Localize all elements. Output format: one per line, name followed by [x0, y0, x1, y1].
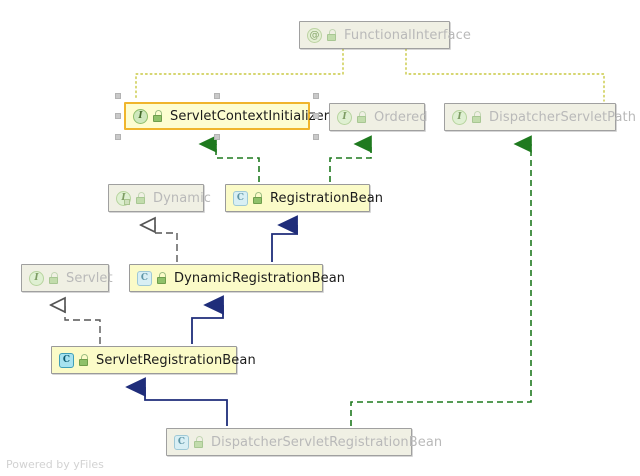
node-dispatcherservletpath[interactable]: I DispatcherServletPath — [444, 103, 636, 131]
class-icon: C — [137, 270, 152, 286]
selection-handle-nw[interactable] — [115, 93, 121, 99]
node-label: ServletContextInitializer — [170, 108, 330, 124]
selection-handle-sw[interactable] — [115, 134, 121, 140]
class-icon: C — [174, 434, 189, 450]
lock-icon — [152, 109, 164, 123]
node-label: FunctionalInterface — [344, 27, 471, 43]
interface-icon: I — [337, 109, 352, 125]
class-icon: C — [233, 190, 248, 206]
node-dynamicregistrationbean[interactable]: C DynamicRegistrationBean — [129, 264, 345, 292]
edge-dispatcherservletregistrationbean-to-servletregistrationbean — [125, 377, 228, 426]
lock-icon — [356, 110, 368, 124]
selection-handle-w[interactable] — [115, 113, 121, 119]
node-label: RegistrationBean — [270, 190, 384, 206]
lock-icon — [326, 28, 338, 42]
edge-servletregistrationbean-to-dynamicregistrationbean — [191, 295, 224, 344]
lock-icon — [48, 271, 60, 285]
interface-icon: I — [452, 109, 467, 125]
lock-icon — [193, 435, 205, 449]
node-servlet[interactable]: I Servlet — [21, 264, 113, 292]
selection-handle-se[interactable] — [313, 134, 319, 140]
annotation-icon: @ — [307, 27, 322, 43]
node-label: DispatcherServletRegistrationBean — [211, 434, 443, 450]
node-label: Servlet — [66, 270, 113, 286]
selection-handle-ne[interactable] — [313, 93, 319, 99]
node-dynamic[interactable]: I Dynamic — [108, 184, 211, 212]
lock-icon — [156, 271, 168, 285]
selection-handle-e[interactable] — [313, 113, 319, 119]
interface-nested-icon: I — [116, 190, 131, 206]
yfiles-watermark: Powered by yFiles — [6, 458, 104, 471]
selection-handle-n[interactable] — [214, 93, 220, 99]
lock-icon — [252, 191, 264, 205]
node-label: DispatcherServletPath — [489, 109, 637, 125]
node-label: DynamicRegistrationBean — [174, 270, 346, 286]
node-servletregistrationbean[interactable]: C ServletRegistrationBean — [51, 346, 256, 374]
edge-functionalinterface-to-servletcontextinitializer — [135, 48, 344, 101]
node-dispatcherservletregistrationbean[interactable]: C DispatcherServletRegistrationBean — [166, 428, 442, 456]
interface-icon: I — [29, 270, 44, 286]
lock-icon — [471, 110, 483, 124]
edge-dynamicregistrationbean-to-dynamic — [155, 225, 178, 262]
node-label: Ordered — [374, 109, 428, 125]
node-label: Dynamic — [153, 190, 212, 206]
node-functionalinterface[interactable]: @ FunctionalInterface — [299, 21, 471, 49]
edge-dispatcherservletregistrationbean-to-dispatcherservletpath — [350, 135, 532, 426]
class-icon: C — [59, 352, 74, 368]
lock-icon — [78, 353, 90, 367]
interface-icon: I — [133, 108, 148, 124]
node-label: ServletRegistrationBean — [96, 352, 256, 368]
edge-registrationbean-to-ordered — [329, 135, 372, 182]
edge-registrationbean-to-servletcontextinitializer — [198, 135, 260, 182]
node-servletcontextinitializer[interactable]: I ServletContextInitializer — [124, 102, 329, 130]
node-ordered[interactable]: I Ordered — [329, 103, 428, 131]
edge-functionalinterface-to-dispatcherservletpath — [405, 48, 605, 102]
edge-dynamicregistrationbean-to-registrationbean — [271, 215, 298, 262]
node-registrationbean[interactable]: C RegistrationBean — [225, 184, 383, 212]
edge-servletregistrationbean-to-servlet — [65, 305, 101, 344]
lock-icon — [135, 191, 147, 205]
selection-handle-s[interactable] — [214, 134, 220, 140]
